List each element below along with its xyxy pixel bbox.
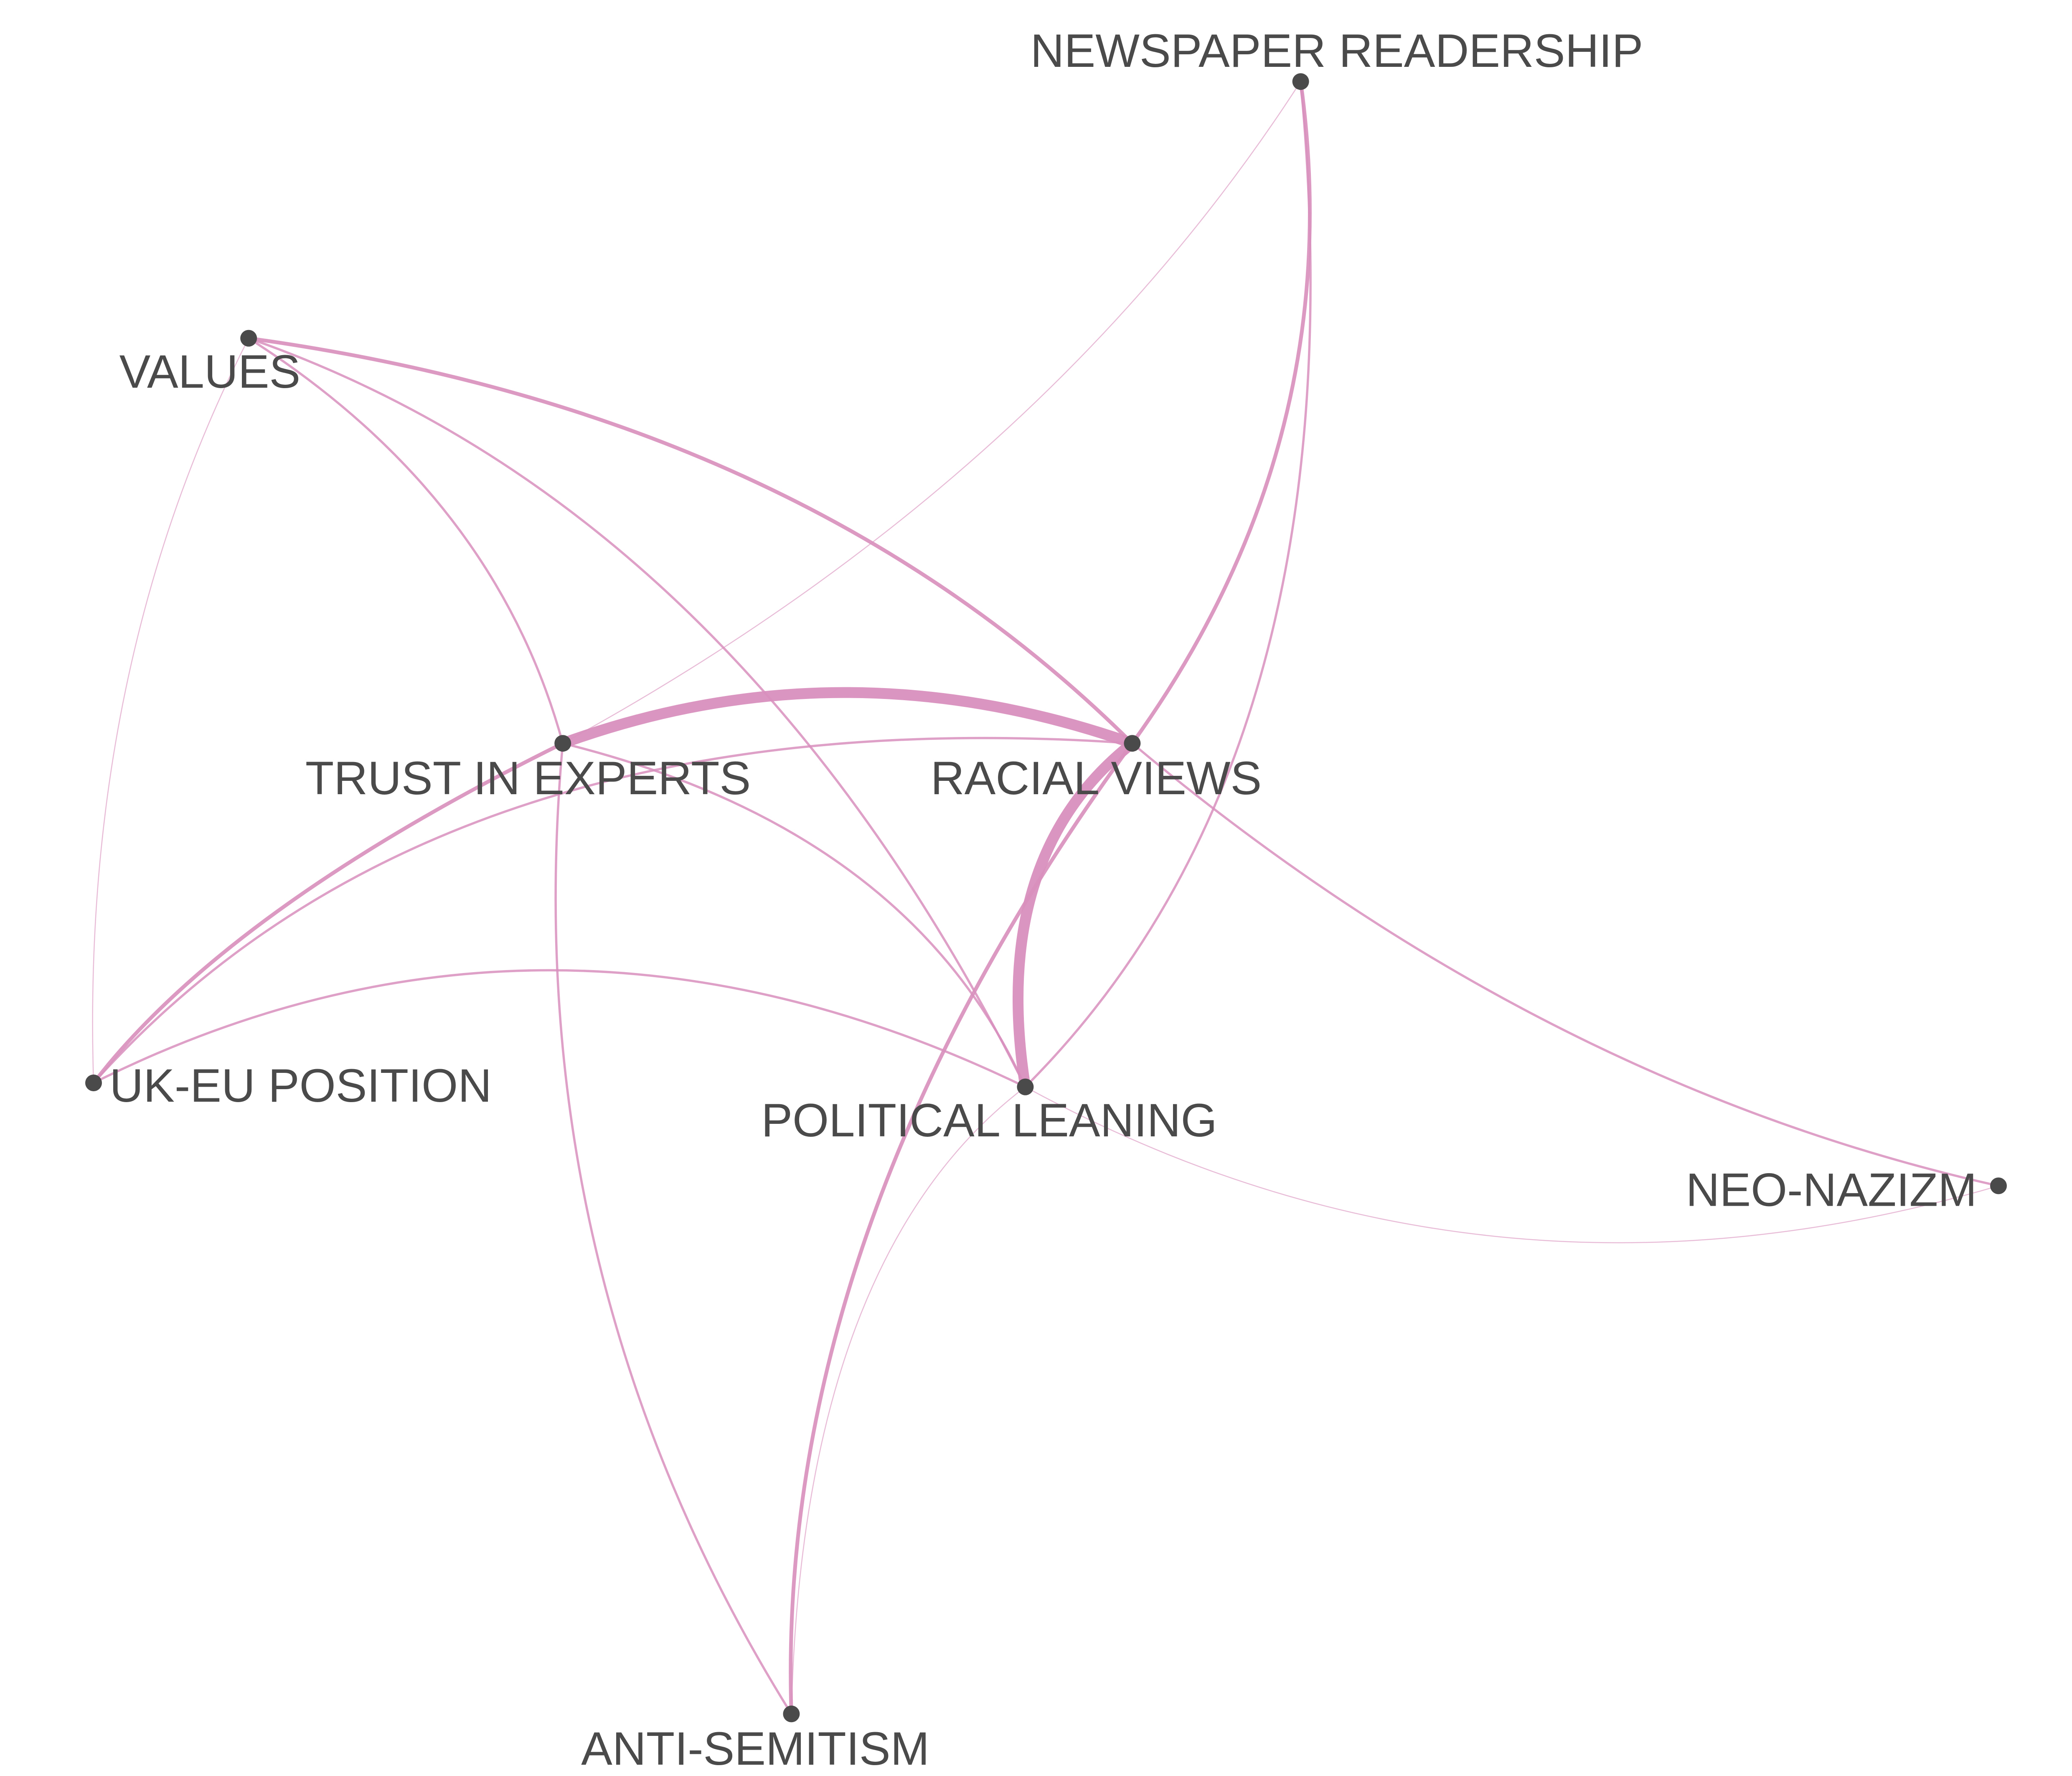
node-label-antisemitism: ANTI-SEMITISM (581, 1723, 929, 1775)
edge-trust-ukeu (91, 741, 565, 1085)
node-political (1017, 1078, 1034, 1095)
edge-newspaper-racial (1130, 79, 1312, 745)
node-label-values: VALUES (119, 346, 301, 398)
node-label-political: POLITICAL LEANING (761, 1094, 1217, 1146)
node-values (240, 330, 257, 347)
node-neonazi (1990, 1177, 2007, 1194)
edge-values-trust (247, 337, 564, 744)
edge-values-racial (246, 336, 1134, 745)
edge-newspaper-trust (562, 81, 1301, 744)
edge-political-antisemitism (791, 1086, 1026, 1715)
nodes-layer (85, 73, 2007, 1723)
node-label-trust: TRUST IN EXPERTS (305, 752, 751, 804)
node-trust (554, 735, 571, 752)
edge-trust-racial (557, 687, 1138, 749)
edge-trust-political (561, 742, 1027, 1088)
edge-values-ukeu (92, 338, 249, 1084)
node-label-racial: RACIAL VIEWS (931, 752, 1262, 804)
node-antisemitism (783, 1705, 800, 1723)
edge-racial-neonazi (1131, 742, 2000, 1187)
edge-political-neonazi (1025, 1086, 1999, 1243)
node-label-newspaper: NEWSPAPER READERSHIP (1031, 25, 1643, 77)
node-label-neonazi: NEO-NAZIZM (1686, 1164, 1977, 1216)
edge-ukeu-political (92, 969, 1027, 1088)
edge-trust-antisemitism (554, 742, 793, 1715)
edge-ukeu-racial (92, 737, 1134, 1084)
edge-racial-antisemitism (789, 741, 1134, 1716)
node-newspaper (1292, 73, 1309, 90)
node-racial (1124, 735, 1141, 752)
edge-newspaper-political (1024, 80, 1312, 1088)
edges-layer (91, 79, 2000, 1716)
edge-values-political (247, 337, 1027, 1088)
labels-layer: NEWSPAPER READERSHIP VALUES TRUST IN EXPER… (109, 25, 1977, 1775)
node-ukeu (85, 1075, 102, 1091)
node-label-ukeu: UK-EU POSITION (109, 1060, 492, 1112)
